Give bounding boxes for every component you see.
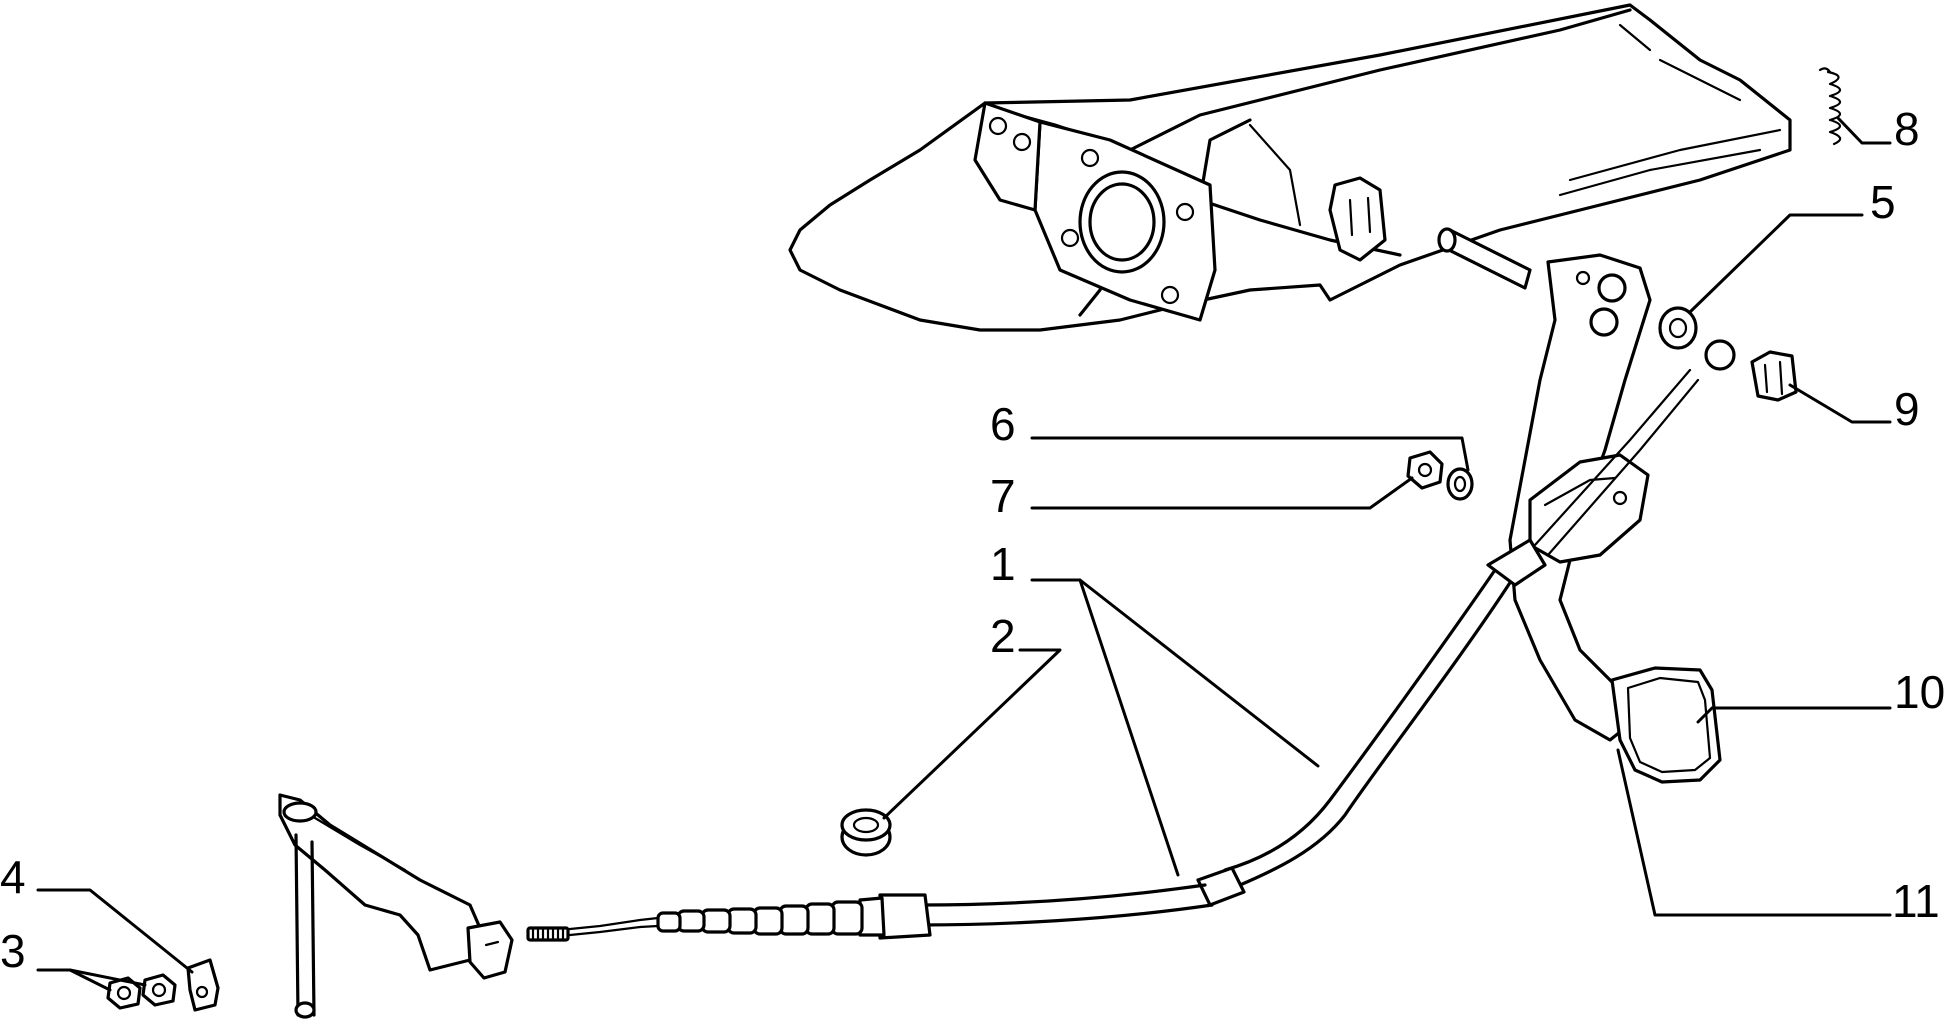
return-spring — [1818, 67, 1842, 146]
nut-pair — [106, 973, 177, 1010]
leader-7 — [1030, 476, 1414, 510]
callout-11: 11 — [1892, 875, 1940, 927]
spring-clip — [1750, 350, 1798, 402]
bushing — [1658, 306, 1698, 350]
callout-10: 10 — [1894, 666, 1945, 718]
callout-4: 4 — [0, 851, 26, 903]
bulkhead-frame — [788, 3, 1792, 332]
leader-1 — [1030, 578, 1180, 877]
retaining-plate — [186, 958, 220, 1012]
callout-9: 9 — [1894, 383, 1920, 435]
leader-11 — [1616, 748, 1892, 917]
callout-7: 7 — [990, 470, 1016, 522]
leader-4 — [36, 888, 194, 974]
release-lever — [278, 793, 514, 1019]
callout-5: 5 — [1870, 176, 1896, 228]
nut-and-washer — [1406, 450, 1474, 501]
leader-2 — [882, 648, 1062, 820]
leader-9 — [1788, 383, 1892, 424]
callout-2: 2 — [990, 610, 1016, 662]
leader-10 — [1696, 706, 1892, 724]
leader-8 — [1836, 116, 1892, 145]
callout-6: 6 — [990, 398, 1016, 450]
cable-boot — [656, 900, 864, 936]
leader-lines — [36, 116, 1892, 992]
leader-1b — [1078, 578, 1320, 768]
callout-labels: 1 2 3 4 5 6 7 8 9 10 11 — [0, 103, 1945, 977]
leader-6 — [1030, 436, 1470, 472]
clutch-cable — [526, 339, 1736, 942]
leader-3 — [36, 968, 112, 992]
leader-3b — [68, 968, 147, 987]
clutch-pedal — [1508, 253, 1722, 784]
callout-8: 8 — [1894, 103, 1920, 155]
leader-5 — [1688, 213, 1864, 314]
callout-1: 1 — [990, 538, 1016, 590]
grommet — [840, 808, 892, 857]
callout-3: 3 — [0, 925, 26, 977]
pivot-pin — [1437, 227, 1532, 290]
